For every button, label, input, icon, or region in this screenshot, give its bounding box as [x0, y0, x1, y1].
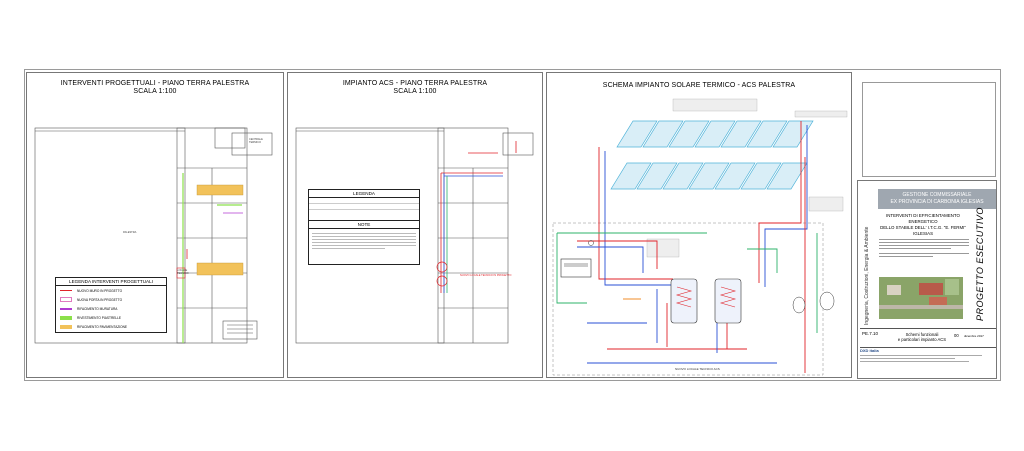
firm-strip-text: Ingegneria, Costruzioni, Energia & Ambie…	[864, 226, 870, 325]
legend-swatch-red	[60, 289, 72, 292]
svg-text:TERMICO: TERMICO	[249, 140, 261, 144]
legend-acs-rows	[309, 198, 419, 221]
solar-schematic: NUOVO LOCALE TECNICO ACS	[552, 98, 848, 376]
vertical-title: PROGETTO ESECUTIVO	[975, 207, 985, 321]
drawing-sheet	[24, 69, 1001, 381]
firm-logo: DXD italia	[860, 348, 879, 353]
floor-plan-acs: NUOVO LOCALE TECNICO IN PROGETTO	[295, 127, 534, 344]
legend-item: NUOVO MURO IN PROGETTO	[56, 286, 166, 295]
legend-title: LEGENDA INTERVENTI PROGETTUALI	[56, 278, 166, 286]
floor-plan-interventi: PALESTRA LOCALE TECNICO CENTRALE TERMICO	[34, 127, 273, 344]
client-header: GESTIONE COMMISSARIALE EX PROVINCIA DI C…	[878, 189, 996, 209]
panel-title-line1: IMPIANTO ACS - PIANO TERRA PALESTRA	[342, 80, 488, 87]
legend-item: RIFACIMENTO PAVIMENTAZIONE	[56, 322, 166, 331]
callout-locale-tecnico: NUOVO LOCALE TECNICO IN PROGETTO	[460, 273, 511, 277]
legend-item: NUOVA PORTA IN PROGETTO	[56, 295, 166, 304]
panel-impianto-acs: IMPIANTO ACS - PIANO TERRA PALESTRA SCAL…	[287, 72, 543, 378]
room-label-locale-tecnico: LOCALE	[177, 268, 188, 272]
drawing-code: PE.7.10	[862, 331, 879, 336]
aerial-photo	[879, 277, 963, 319]
revision: 00	[954, 333, 959, 338]
room-label-acs: NUOVO LOCALE TECNICO ACS	[675, 367, 720, 371]
legend-item: RIVESTIMENTO PIASTRELLE	[56, 313, 166, 322]
legend-title: LEGENDA	[309, 190, 419, 198]
panel-title-line1: INTERVENTI PROGETTUALI - PIANO TERRA PAL…	[60, 80, 250, 87]
notes-text	[309, 229, 419, 253]
title-block: Ingegneria, Costruzioni, Energia & Ambie…	[857, 180, 997, 379]
legend-interventi: LEGENDA INTERVENTI PROGETTUALI NUOVO MUR…	[55, 277, 167, 333]
room-label-centrale-termica: CENTRALE	[249, 137, 263, 141]
drawing-title: Schemi funzionali e particolari impianto…	[897, 332, 947, 342]
title-block-top-frame	[862, 82, 996, 177]
legend-item: RIFACIMENTO MURATURA	[56, 304, 166, 313]
legend-swatch-purple	[60, 307, 72, 310]
title-block-footer: DXD italia	[860, 349, 996, 373]
legend-swatch-pink	[60, 297, 72, 302]
panel-schema-solare: SCHEMA IMPIANTO SOLARE TERMICO - ACS PAL…	[546, 72, 852, 378]
legend-swatch-yellow	[60, 324, 72, 329]
panel-title: INTERVENTI PROGETTUALI - PIANO TERRA PAL…	[27, 80, 283, 96]
legend-swatch-green	[60, 315, 72, 320]
project-title: INTERVENTI DI EFFICIENTAMENTO ENERGETICO…	[880, 213, 966, 236]
drawing-date: dicembre 2017	[964, 334, 984, 338]
panel-title-line2: SCALA 1:100	[133, 88, 177, 95]
panel-interventi: INTERVENTI PROGETTUALI - PIANO TERRA PAL…	[26, 72, 284, 378]
notes-title: NOTE	[309, 221, 419, 229]
panel-title: IMPIANTO ACS - PIANO TERRA PALESTRA SCAL…	[288, 80, 542, 96]
panel-title: SCHEMA IMPIANTO SOLARE TERMICO - ACS PAL…	[602, 82, 796, 89]
drawing-codes: PE.7.10 Schemi funzionali e particolari …	[860, 328, 996, 348]
svg-text:TECNICO: TECNICO	[177, 271, 189, 275]
panel-title-line2: SCALA 1:100	[393, 88, 437, 95]
firm-strip: Ingegneria, Costruzioni, Energia & Ambie…	[860, 187, 876, 327]
legend-acs: LEGENDA NOTE	[308, 189, 420, 265]
room-label-palestra: PALESTRA	[123, 230, 137, 234]
project-description	[879, 237, 969, 259]
